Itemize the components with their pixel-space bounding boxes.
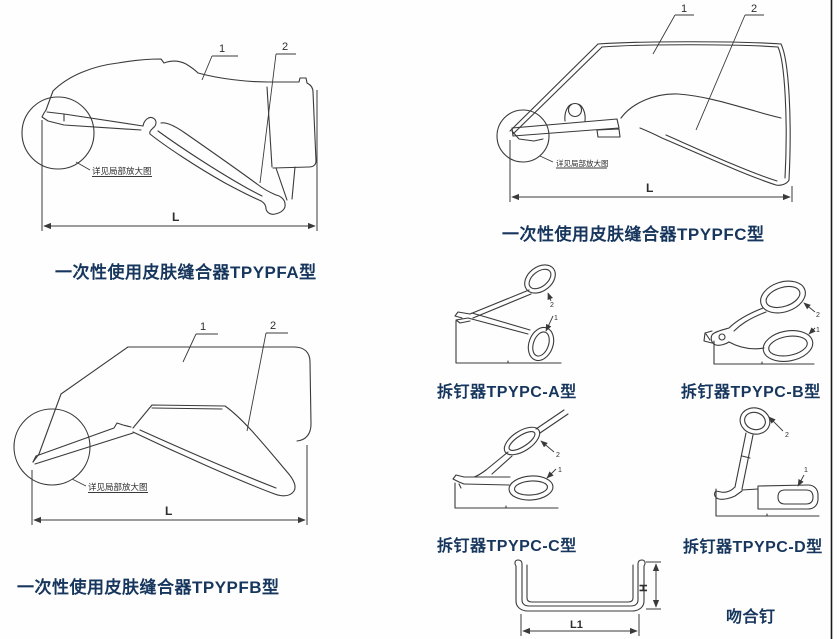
part-label-2: 2 [556, 452, 560, 459]
figure-tpypfb-drawing: 详见局部放大图 1 2 L [13, 320, 312, 525]
part-label-1: 1 [681, 3, 687, 15]
dim-label-H: H [638, 584, 650, 592]
dim-label-L: L [646, 181, 653, 195]
part-label-1: 1 [200, 321, 206, 333]
figure-tpypfc-drawing: 详见局部放大图 1 2 L [496, 3, 793, 202]
dim-label-L: L [172, 210, 179, 224]
caption-tpypc-d: 拆钉器TPYPC-D型 [683, 539, 823, 556]
dim-label-L: L [165, 504, 172, 518]
detail-note-tpypfc: 详见局部放大图 [556, 158, 609, 168]
part-label-1: 1 [554, 315, 558, 322]
figure-tpypfa-drawing: 详见局部放大图 1 2 L [21, 41, 318, 231]
figure-tpypc-d-drawing: 2 1 [714, 407, 820, 517]
detail-note-tpypfb: 详见局部放大图 [88, 482, 148, 492]
part-label-2: 2 [550, 302, 554, 309]
caption-staple: 吻合钉 [726, 609, 776, 626]
part-label-1: 1 [219, 43, 225, 55]
part-label-2: 2 [751, 3, 757, 15]
part-label-2: 2 [785, 432, 789, 439]
part-label-2: 2 [282, 41, 288, 53]
part-label-1: 1 [804, 467, 808, 474]
figure-staple-drawing: L1 H [514, 559, 661, 636]
part-label-2: 2 [816, 312, 820, 319]
caption-tpypc-c: 拆钉器TPYPC-C型 [437, 538, 577, 555]
caption-tpypc-b: 拆钉器TPYPC-B型 [681, 384, 821, 401]
figure-tpypc-c-drawing: 2 1 [452, 409, 569, 509]
figure-tpypc-b-drawing: 2 1 [703, 280, 820, 365]
part-label-1: 1 [816, 327, 820, 334]
detail-note-tpypfa: 详见局部放大图 [92, 166, 152, 176]
caption-tpypc-a: 拆钉器TPYPC-A型 [437, 384, 577, 401]
part-label-1: 1 [558, 467, 562, 474]
caption-tpypfc: 一次性使用皮肤缝合器TPYPFC型 [502, 225, 765, 244]
caption-tpypfb: 一次性使用皮肤缝合器TPYPFB型 [17, 578, 280, 597]
caption-tpypfa: 一次性使用皮肤缝合器TPYPFA型 [55, 263, 317, 282]
figure-tpypc-a-drawing: 2 1 [454, 264, 562, 364]
part-label-2: 2 [270, 320, 276, 332]
dim-label-L1: L1 [570, 619, 583, 631]
